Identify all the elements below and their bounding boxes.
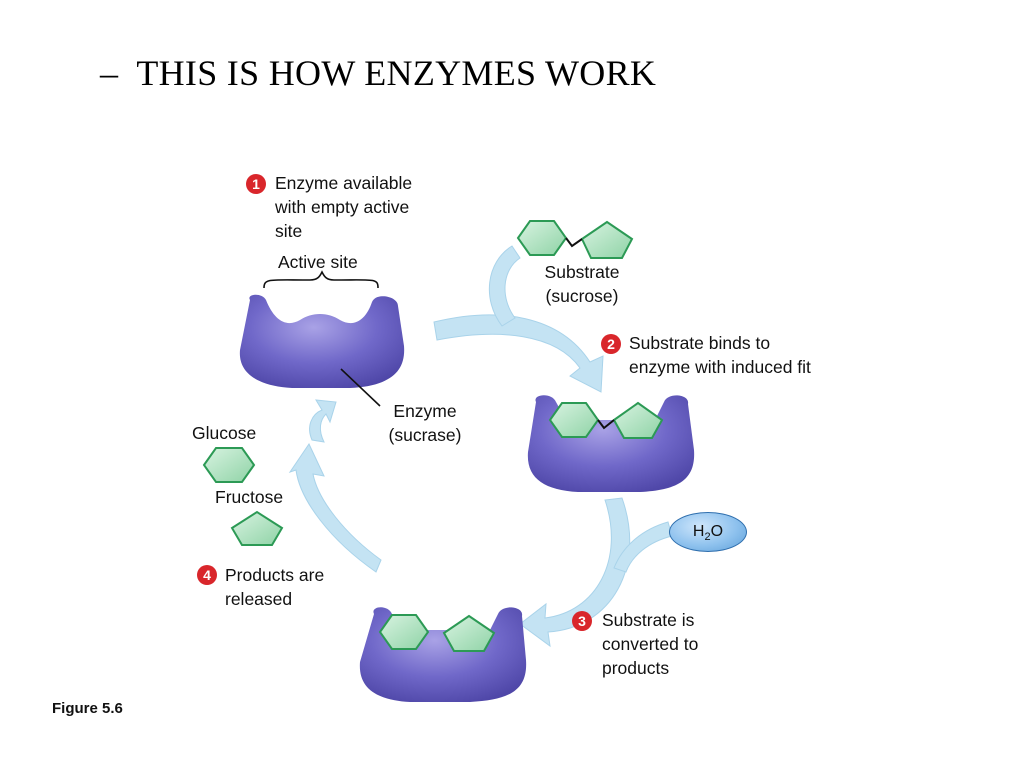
enzyme-with-substrate: [527, 395, 695, 492]
step-4-caption: Products are released: [225, 563, 324, 611]
figure-label: Figure 5.6: [52, 700, 123, 717]
step-1-badge: 1: [246, 174, 266, 194]
enzyme-pointer-line: [340, 368, 381, 407]
arrow-step1-to-step2: [433, 314, 604, 393]
step-4-line: released: [225, 589, 293, 609]
enzyme-label-line: Enzyme: [393, 401, 457, 421]
step-2-caption: Substrate binds to enzyme with induced f…: [629, 331, 811, 379]
step-3-caption: Substrate is converted to products: [602, 608, 698, 680]
step-2-line: enzyme with induced fit: [629, 357, 811, 377]
step-3-line: converted to: [602, 634, 699, 654]
substrate-label: Substrate (sucrose): [532, 260, 632, 308]
step-3-badge: 3: [572, 611, 592, 631]
step-3-line: Substrate is: [602, 610, 695, 630]
arrow-step3-to-step4: [288, 442, 382, 573]
enzyme-label-line: (sucrase): [388, 425, 462, 445]
products-in-enzyme: [378, 614, 496, 652]
enzyme-label: Enzyme (sucrase): [380, 399, 470, 447]
step-1-caption: Enzyme available with empty active site: [275, 171, 412, 243]
step-1-line: site: [275, 221, 303, 241]
step-4-line: Products are: [225, 565, 325, 585]
step-2-line: Substrate binds to: [629, 333, 771, 353]
active-site-label: Active site: [278, 252, 358, 272]
cycle-arrows: [288, 245, 673, 648]
enzyme-with-products: [359, 607, 527, 702]
title-dash: –: [100, 53, 119, 93]
substrate-sucrose: [516, 220, 634, 259]
step-4-badge: 4: [197, 565, 217, 585]
fructose-molecule: [230, 510, 284, 546]
water-h: H: [692, 523, 705, 540]
step-2-badge: 2: [601, 334, 621, 354]
glucose-molecule: [202, 447, 256, 483]
substrate-label-line: Substrate: [544, 262, 620, 282]
substrate-bound: [548, 401, 664, 439]
title-text: THIS IS HOW ENZYMES WORK: [136, 53, 657, 93]
step-3-line: products: [602, 658, 670, 678]
arrow-step4-to-step1: [309, 399, 337, 443]
step-1-line: with empty active: [275, 197, 410, 217]
water-molecule: H2O: [669, 512, 747, 552]
arrow-water-in: [613, 521, 673, 573]
enzyme-empty: [239, 294, 405, 388]
arrow-substrate-in: [488, 245, 521, 327]
fructose-label: Fructose: [215, 487, 284, 507]
substrate-label-line: (sucrose): [545, 286, 619, 306]
water-o: O: [710, 523, 724, 540]
step-1-line: Enzyme available: [275, 173, 413, 193]
active-site-brace: [263, 270, 379, 289]
water-subscript: 2: [704, 531, 711, 544]
glucose-label: Glucose: [192, 423, 257, 443]
page-title: –THIS IS HOW ENZYMES WORK: [100, 52, 656, 94]
